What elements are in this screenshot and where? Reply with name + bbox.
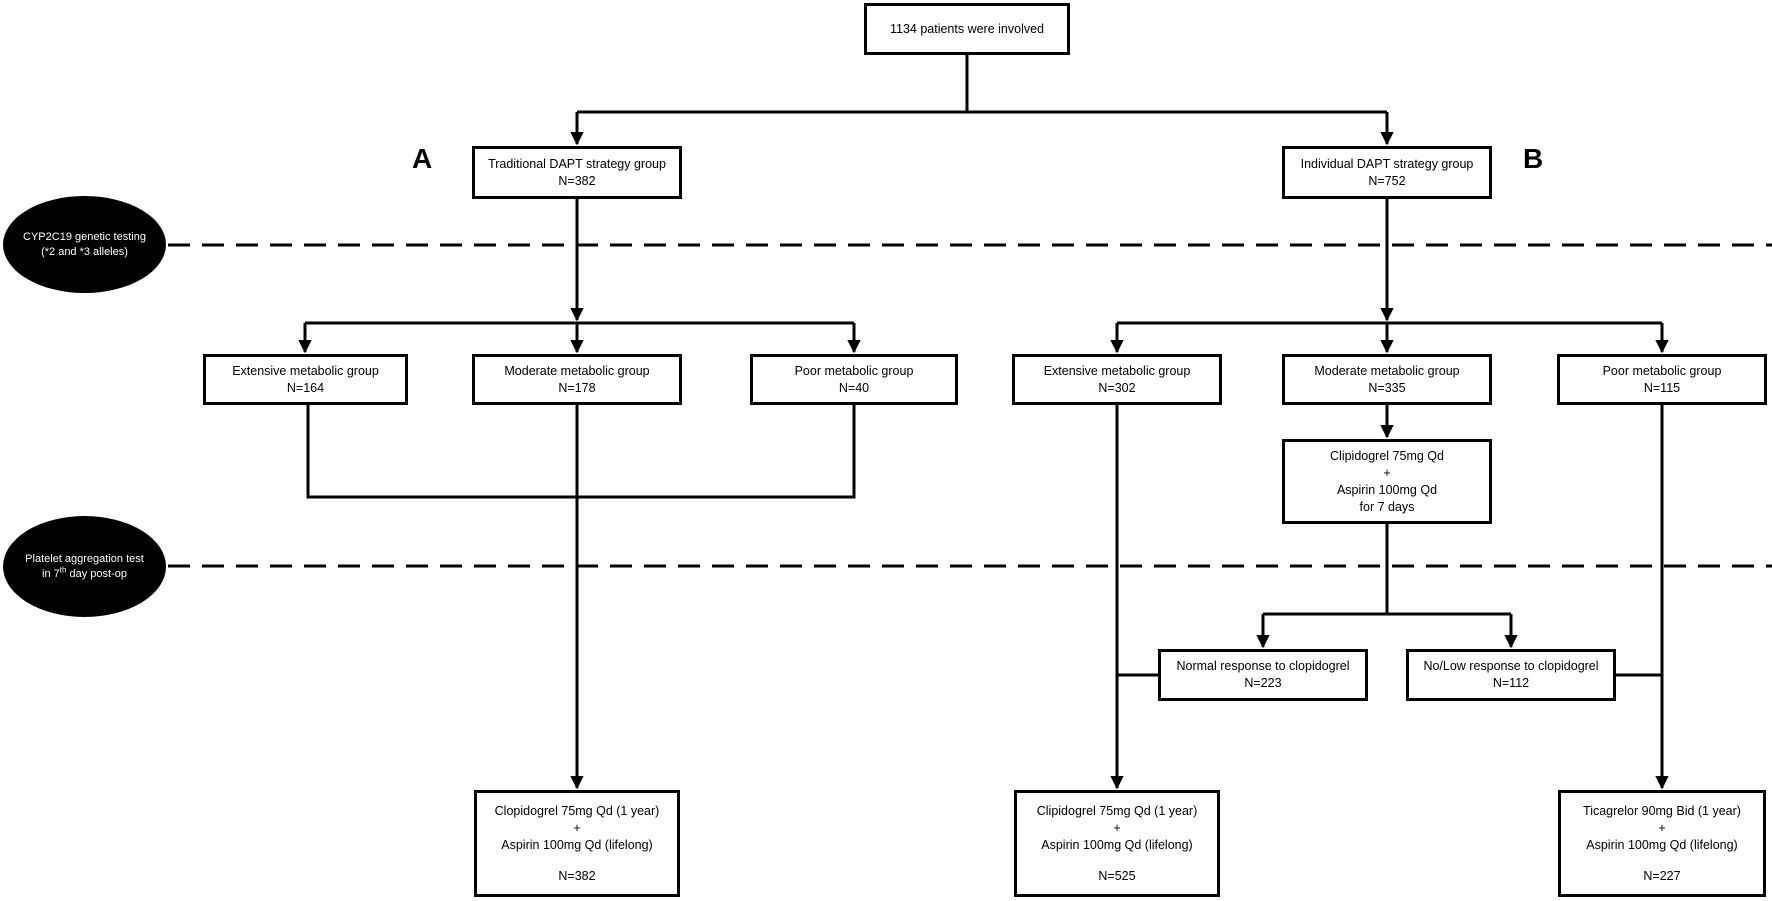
b-normal-title: Normal response to clopidogrel bbox=[1176, 659, 1350, 673]
b-clop-outcome-plus: + bbox=[1113, 820, 1121, 835]
b-clop-outcome-n: N=525 bbox=[1098, 868, 1136, 883]
a-outcome-n: N=382 bbox=[558, 868, 596, 883]
b-clop-outcome-line2: Aspirin 100mg Qd (lifelong) bbox=[1041, 837, 1193, 852]
b-clopidogrel-outcome-box: Clipidogrel 75mg Qd (1 year) + Aspirin 1… bbox=[1014, 790, 1220, 897]
individual-dapt-n: N=752 bbox=[1368, 173, 1406, 188]
b-extensive-title: Extensive metabolic group bbox=[1043, 363, 1191, 378]
individual-dapt-box: Individual DAPT strategy group N=752 bbox=[1282, 146, 1492, 199]
traditional-dapt-box: Traditional DAPT strategy group N=382 bbox=[472, 146, 682, 199]
a-outcome-line1: Clopidogrel 75mg Qd (1 year) bbox=[494, 803, 660, 818]
b-poor-title: Poor metabolic group bbox=[1602, 363, 1722, 378]
b-tica-outcome-line2: Aspirin 100mg Qd (lifelong) bbox=[1586, 837, 1738, 852]
platelet-test-line2: in 7th day post-op bbox=[42, 564, 127, 580]
platelet-test-oval: Platelet aggregation test in 7th day pos… bbox=[3, 516, 166, 617]
b-ticagrelor-outcome-box: Ticagrelor 90mg Bid (1 year) + Aspirin 1… bbox=[1558, 790, 1766, 897]
a-moderate-title: Moderate metabolic group bbox=[504, 363, 650, 378]
b-moderate-n: N=335 bbox=[1368, 380, 1406, 395]
traditional-dapt-title: Traditional DAPT strategy group bbox=[488, 156, 666, 171]
a-moderate-box: Moderate metabolic group N=178 bbox=[472, 354, 682, 405]
genetic-testing-line2: (*2 and *3 alleles) bbox=[41, 245, 128, 258]
b-normal-n: N=223 bbox=[1244, 676, 1282, 690]
b-low-n: N=112 bbox=[1492, 676, 1530, 690]
a-extensive-box: Extensive metabolic group N=164 bbox=[203, 354, 408, 405]
b-normal-response-box: Normal response to clopidogrel N=223 bbox=[1158, 649, 1368, 701]
b-extensive-box: Extensive metabolic group N=302 bbox=[1012, 354, 1222, 405]
b-trial-regimen-box: Clipidogrel 75mg Qd + Aspirin 100mg Qd f… bbox=[1282, 439, 1492, 524]
b-tica-outcome-plus: + bbox=[1658, 820, 1666, 835]
traditional-dapt-n: N=382 bbox=[558, 173, 596, 188]
genetic-testing-line1: CYP2C19 genetic testing bbox=[23, 230, 146, 243]
b-poor-n: N=115 bbox=[1643, 380, 1681, 395]
b-tica-outcome-n: N=227 bbox=[1643, 868, 1681, 883]
a-poor-title: Poor metabolic group bbox=[794, 363, 914, 378]
individual-dapt-title: Individual DAPT strategy group bbox=[1300, 156, 1474, 171]
total-patients-label: 1134 patients were involved bbox=[889, 21, 1045, 36]
b-moderate-title: Moderate metabolic group bbox=[1314, 363, 1460, 378]
a-poor-box: Poor metabolic group N=40 bbox=[750, 354, 958, 405]
a-moderate-n: N=178 bbox=[558, 380, 596, 395]
b-tica-outcome-line1: Ticagrelor 90mg Bid (1 year) bbox=[1583, 803, 1741, 818]
b-low-response-box: No/Low response to clopidogrel N=112 bbox=[1406, 649, 1616, 701]
panel-label-a: A bbox=[412, 143, 433, 174]
a-outcome-plus: + bbox=[573, 820, 581, 835]
a-extensive-n: N=164 bbox=[286, 380, 325, 395]
b-trial-line3: for 7 days bbox=[1359, 499, 1415, 514]
panel-label-b: B bbox=[1523, 143, 1544, 174]
b-extensive-n: N=302 bbox=[1098, 380, 1136, 395]
b-moderate-box: Moderate metabolic group N=335 bbox=[1282, 354, 1492, 405]
b-clop-outcome-line1: Clipidogrel 75mg Qd (1 year) bbox=[1036, 803, 1198, 818]
b-low-title: No/Low response to clopidogrel bbox=[1423, 659, 1599, 673]
genetic-testing-oval: CYP2C19 genetic testing (*2 and *3 allel… bbox=[3, 196, 166, 293]
b-poor-box: Poor metabolic group N=115 bbox=[1557, 354, 1767, 405]
a-extensive-title: Extensive metabolic group bbox=[232, 363, 379, 378]
total-patients-box: 1134 patients were involved bbox=[864, 3, 1070, 55]
b-trial-line2: Aspirin 100mg Qd bbox=[1336, 482, 1438, 497]
b-trial-plus: + bbox=[1383, 465, 1391, 480]
a-outcome-box: Clopidogrel 75mg Qd (1 year) + Aspirin 1… bbox=[474, 790, 680, 897]
platelet-test-line1: Platelet aggregation test bbox=[25, 552, 144, 565]
b-trial-line1: Clipidogrel 75mg Qd bbox=[1330, 448, 1444, 463]
a-outcome-line2: Aspirin 100mg Qd (lifelong) bbox=[501, 837, 653, 852]
a-poor-n: N=40 bbox=[838, 380, 870, 395]
